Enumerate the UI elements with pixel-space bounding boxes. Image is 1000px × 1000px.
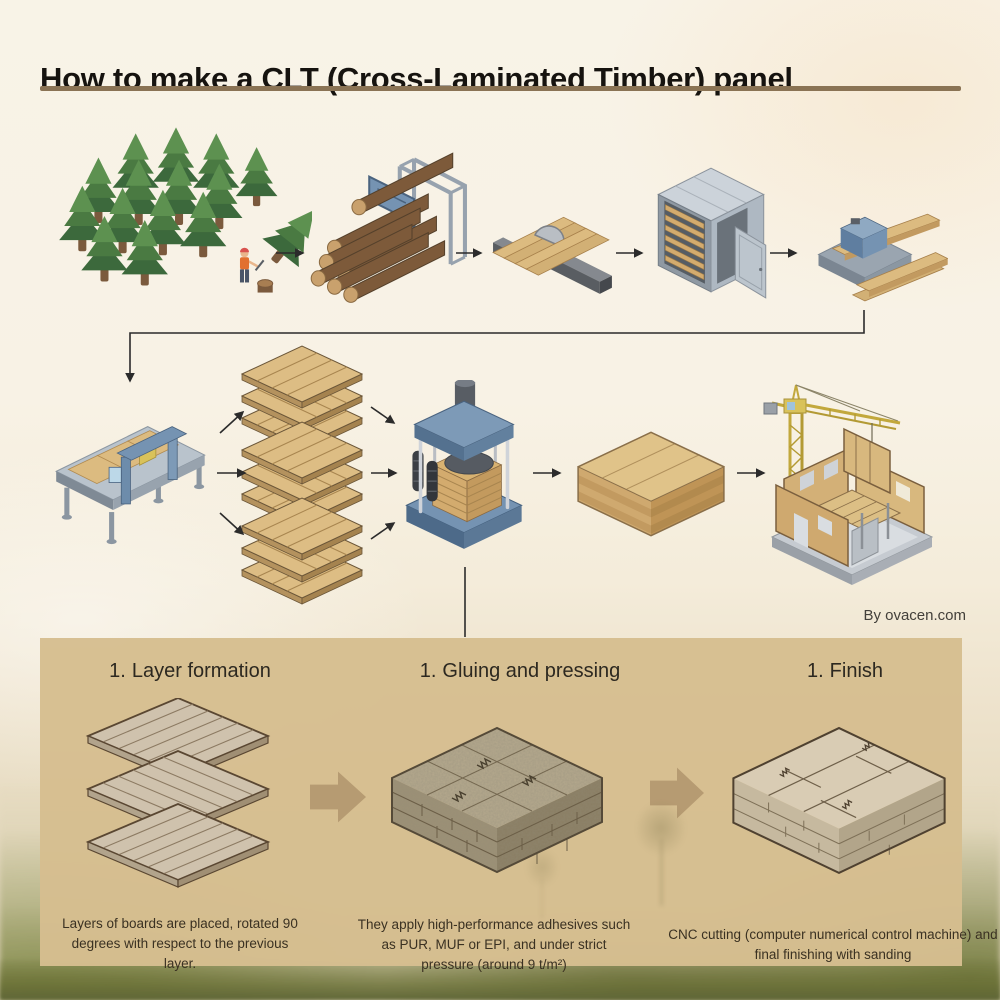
lifted-wall-panel (843, 423, 891, 495)
press-top-beam (413, 380, 515, 461)
gantry-screen (108, 466, 122, 483)
step-caption-gluing-pressing: They apply high-performance adhesives su… (357, 916, 631, 973)
planer-machine-icon (817, 213, 948, 302)
step-heading-gluing-pressing: 1.Gluing and pressing (420, 660, 621, 683)
finished-panel-icon (732, 726, 946, 875)
glued-right-face (496, 778, 603, 872)
boards-in-kiln (665, 204, 705, 281)
press-rods-front (418, 430, 510, 514)
lumberjack (239, 247, 265, 283)
kiln-door (734, 226, 767, 299)
step-caption-finish: CNC cutting (computer numerical control … (668, 926, 998, 962)
step-caption-layer-formation: Layers of boards are placed, rotated 90 … (62, 915, 298, 972)
front-left-wall (775, 483, 849, 568)
log-in-machine (351, 152, 454, 216)
step-number: 1. (109, 660, 126, 682)
log-pile (310, 193, 446, 303)
step-number: 1. (806, 660, 824, 682)
glued-left-face (391, 778, 498, 872)
planed-board-stack (851, 252, 948, 302)
planer-head (839, 216, 889, 259)
layer-stack (240, 345, 364, 453)
grass-strip (0, 960, 1000, 1000)
circular-saw-icon (492, 216, 612, 294)
counterweight (763, 402, 778, 415)
finish-right-face (838, 778, 945, 873)
interior-walls (851, 503, 890, 566)
step-title: Layer formation (131, 660, 271, 682)
tree-stump (257, 279, 274, 293)
boards-on-saw-front (514, 227, 610, 276)
step-title: Finish (829, 660, 884, 682)
drying-kiln-icon (657, 167, 767, 299)
title-underline (40, 86, 961, 91)
detail-panel: 1.Layer formation 1.Gluing and pressing … (40, 638, 998, 972)
finger-jointing-machine-icon (55, 426, 206, 545)
credit-text: By ovacen.com (863, 607, 966, 624)
finish-left-face (733, 778, 840, 873)
log-pile-debarker-icon (310, 152, 467, 303)
cross-layer-stacks-icon (240, 345, 364, 605)
layer-stack (240, 497, 364, 605)
clt-panel-icon (576, 431, 726, 537)
hydraulic-press-icon (405, 380, 523, 549)
layer-stack (240, 421, 364, 529)
layered-boards-icon (85, 698, 271, 888)
step-heading-finish: 1.Finish (807, 660, 883, 683)
step-heading-layer-formation: 1.Layer formation (109, 660, 271, 683)
step-title: Gluing and pressing (442, 660, 621, 682)
forest-logging-icon (59, 127, 312, 293)
jointer-gantry (108, 426, 188, 505)
layer-bottom (85, 803, 271, 888)
step-number: 1. (419, 660, 437, 682)
block-arrow-right-icon (310, 771, 366, 823)
block-arrow-right-icon (650, 767, 704, 819)
crane-construction-icon (763, 384, 934, 585)
glued-panel-icon (391, 726, 603, 874)
